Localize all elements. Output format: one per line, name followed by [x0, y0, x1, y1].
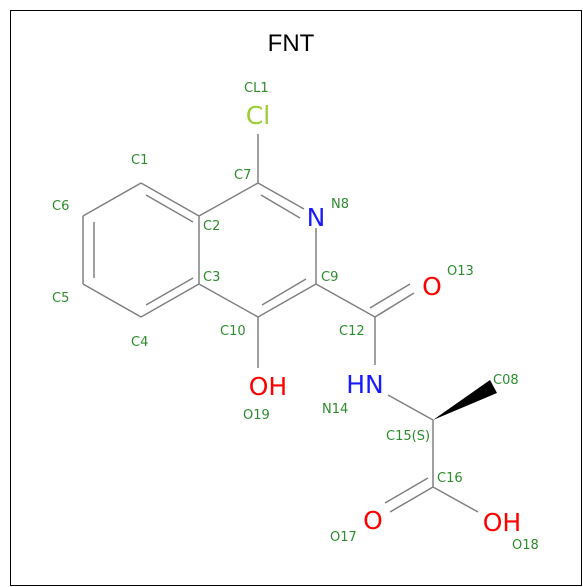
label-c5: C5 — [52, 291, 69, 306]
label-n14: N14 — [322, 402, 348, 417]
nitrogen-n8-symbol: N — [307, 203, 326, 232]
bond-c16-o17-second — [384, 477, 429, 504]
label-c10: C10 — [220, 324, 246, 339]
hydroxyl-o19-symbol: OH — [249, 372, 287, 401]
label-c9: C9 — [321, 270, 338, 285]
structure-frame — [10, 10, 582, 586]
bond-c2-c7 — [198, 182, 259, 217]
label-c15: C15(S) — [386, 429, 430, 444]
bonds — [82, 134, 497, 513]
atom-labels: CL1 C1 C2 C3 C4 C5 C6 C7 N8 C9 C10 C12 O… — [52, 81, 539, 553]
label-o18: O18 — [512, 538, 539, 553]
oxygen-o13-symbol: O — [422, 272, 442, 301]
hydroxyl-o18-symbol: OH — [483, 508, 521, 537]
bond-c10-c3 — [198, 283, 259, 318]
bond-c7-n8-inner — [260, 194, 301, 219]
bond-c9-c12 — [315, 283, 376, 318]
bond-c3-c4-inner — [145, 277, 194, 306]
amine-n14-symbol: HN — [346, 370, 384, 399]
label-c4: C4 — [131, 335, 148, 350]
bond-c1-c2 — [140, 182, 200, 217]
bond-c6-c1 — [82, 182, 142, 217]
label-n8: N8 — [331, 197, 349, 212]
label-o19: O19 — [243, 408, 270, 423]
bond-c4-c5 — [82, 283, 142, 318]
label-c3: C3 — [203, 270, 220, 285]
label-o13: O13 — [447, 264, 474, 279]
bond-c9-c10 — [257, 283, 317, 318]
bond-n14-c15 — [387, 394, 434, 421]
label-c7: C7 — [234, 168, 251, 183]
bond-c9-c10-inner — [261, 278, 307, 306]
bond-c16-o18 — [432, 486, 479, 513]
wedge-bond-c15-c08 — [433, 380, 497, 420]
bond-c1-c2-inner — [145, 194, 194, 223]
chlorine-symbol: Cl — [246, 101, 270, 130]
bond-c12-o13-second — [369, 283, 411, 309]
label-c12: C12 — [339, 324, 365, 339]
bond-c3-c4 — [140, 283, 200, 318]
bond-c16-o17 — [389, 486, 434, 513]
oxygen-o17-symbol: O — [363, 506, 383, 535]
label-c1: C1 — [131, 153, 148, 168]
bond-c7-n8 — [257, 182, 305, 210]
bond-c12-o13 — [374, 292, 415, 318]
element-symbols: Cl N O HN OH O OH — [246, 101, 521, 537]
label-o17: O17 — [330, 530, 357, 545]
page-title: FNT — [268, 30, 315, 57]
label-c6: C6 — [52, 199, 69, 214]
label-c16: C16 — [437, 471, 463, 486]
label-c08: C08 — [493, 373, 519, 388]
label-c2: C2 — [203, 219, 220, 234]
label-cl1: CL1 — [244, 81, 269, 96]
